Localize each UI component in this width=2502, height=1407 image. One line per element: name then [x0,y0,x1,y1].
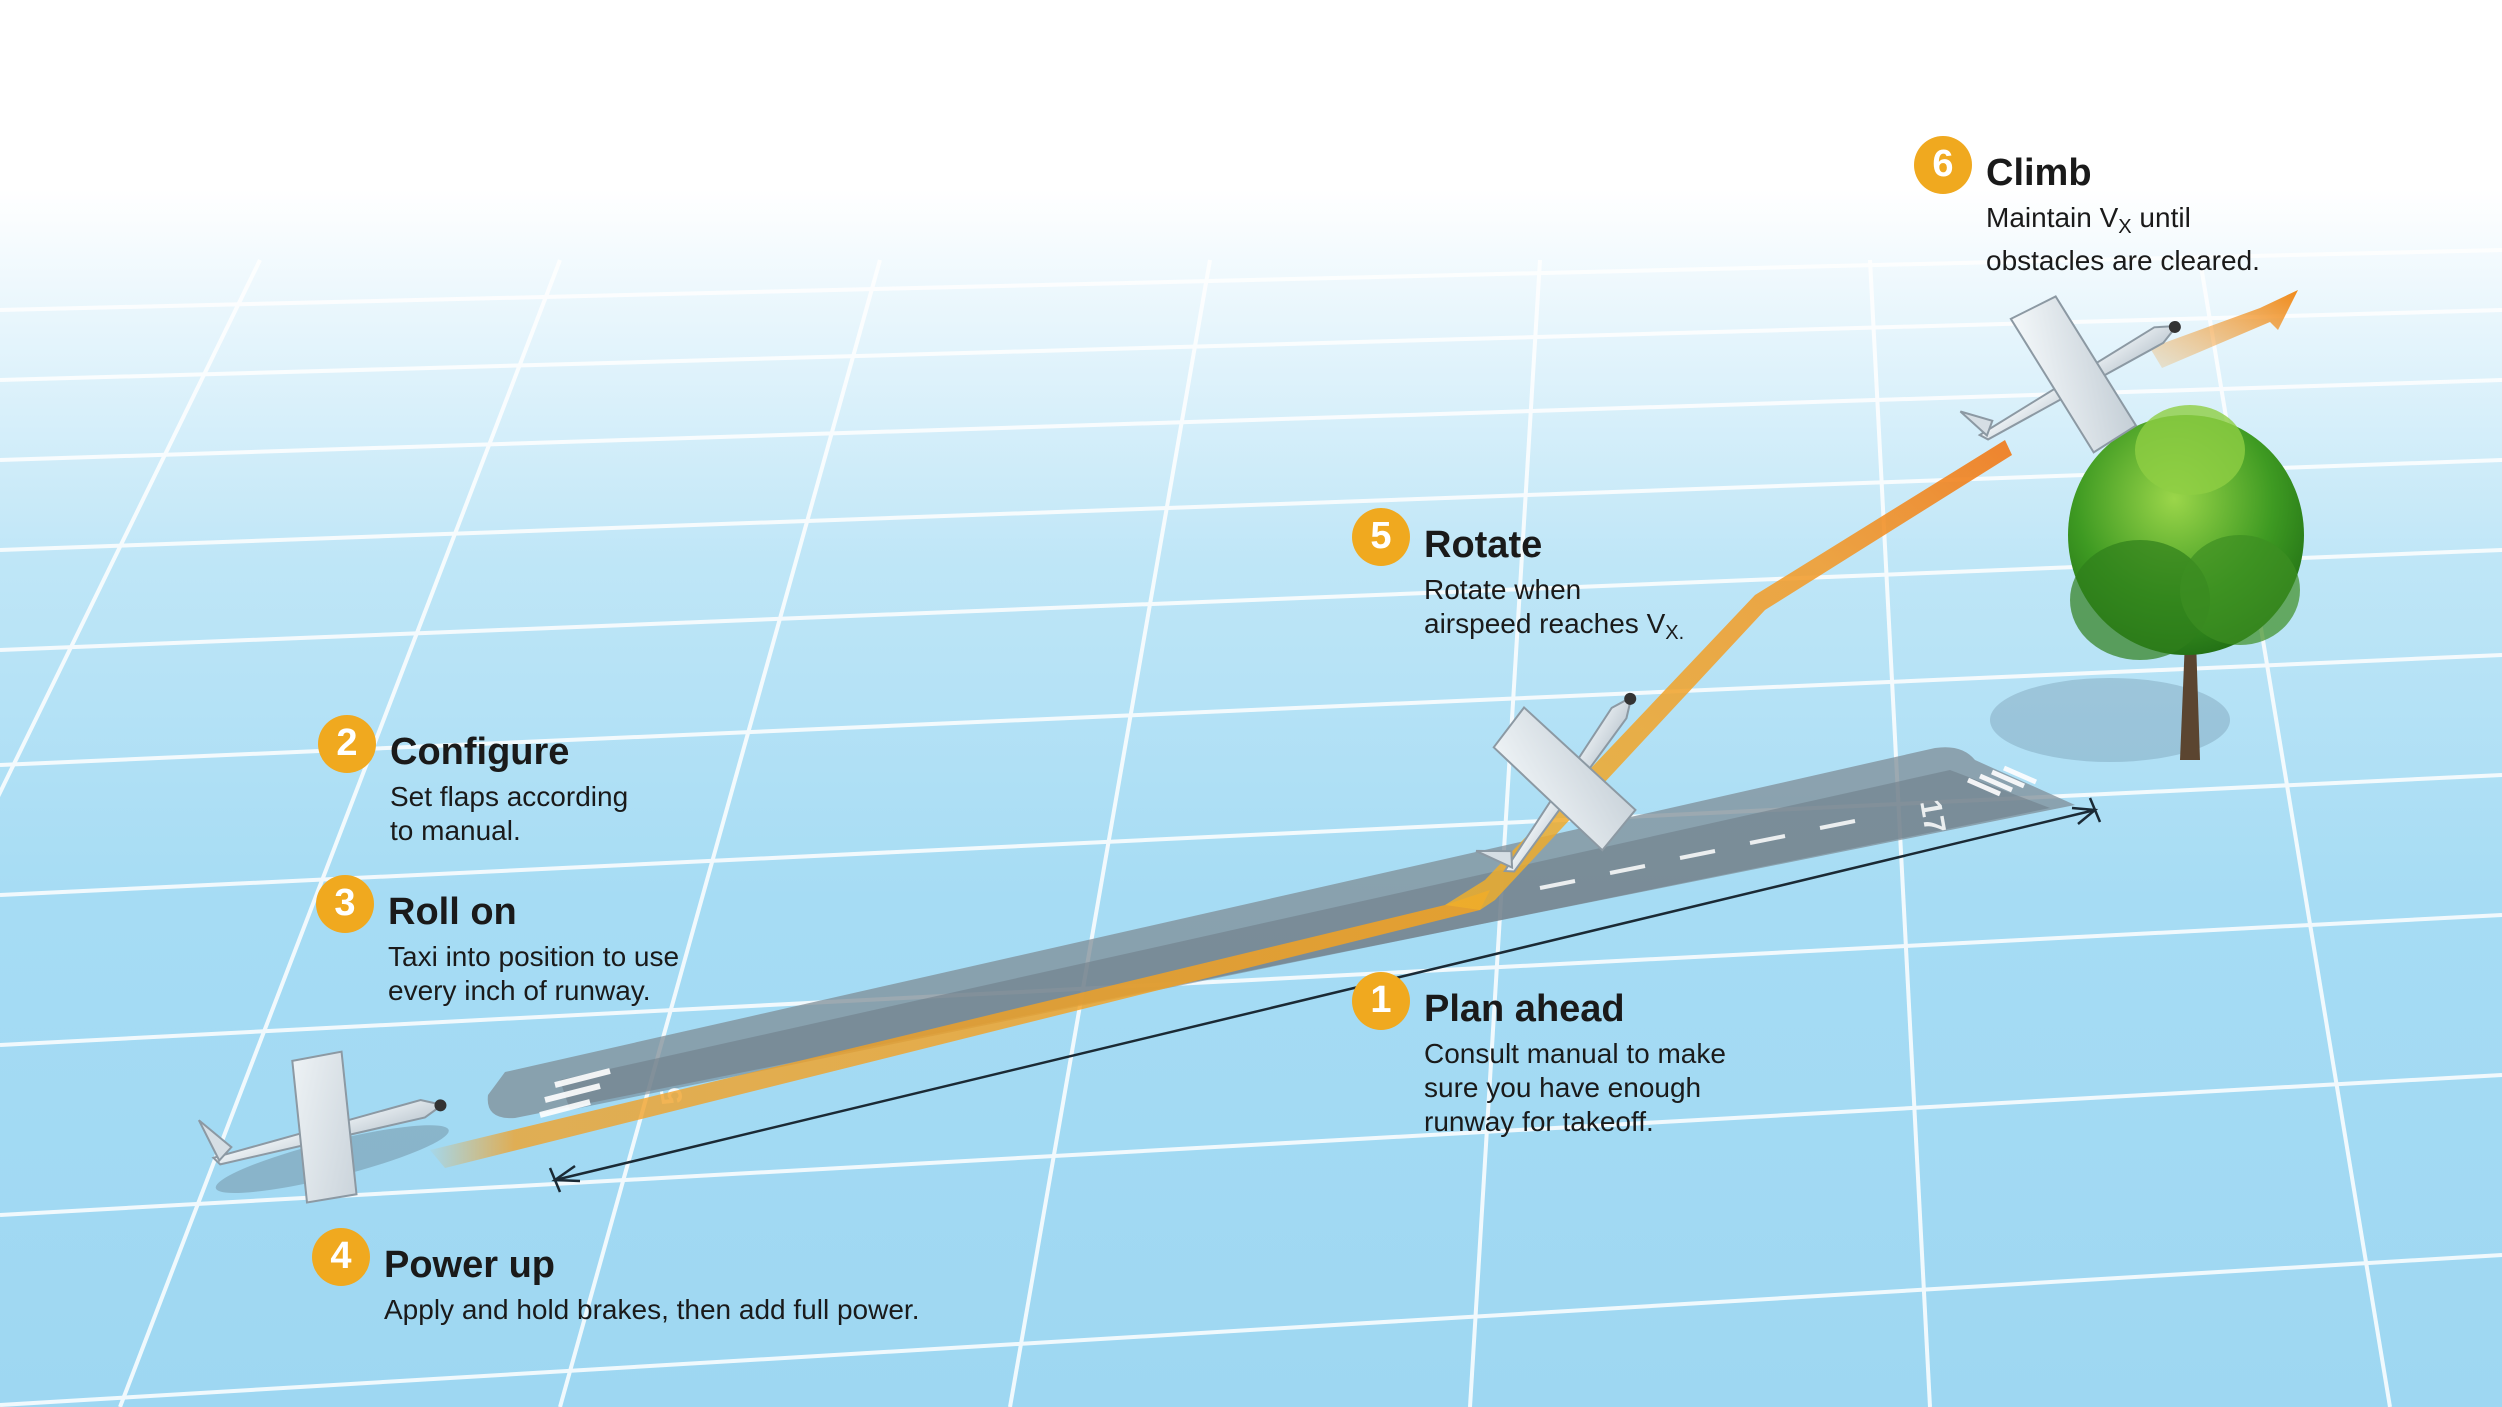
tree-icon [1990,405,2304,762]
step-description: Consult manual to make sure you have eno… [1424,1038,1726,1137]
airplane-icon [1959,295,2181,454]
step-number-badge: 6 [1914,135,1972,194]
step-number-badge: 4 [312,1227,370,1286]
runway-length-arrow-icon [548,797,2102,1193]
takeoff-ground-path [430,890,1490,1168]
step-number-badge: 1 [1352,971,1410,1030]
step-description: Taxi into position to use every inch of … [388,941,680,1006]
climb-arrow-icon [2150,290,2298,368]
ground-grid [0,248,2502,1407]
step-title: Climb [1986,152,2092,194]
step-2-configure: 2 Configure Set flaps according to manua… [318,713,628,848]
step-description: Rotate when airspeed reaches VX. [1424,574,1685,644]
step-title: Rotate [1424,524,1543,566]
step-description: Maintain VX until obstacles are cleared. [1986,202,2260,276]
step-description: Set flaps according to manual. [390,781,629,846]
runway-number-far: 17 [1913,797,1951,836]
step-6-climb: 6 Climb Maintain VX until obstacles are … [1914,134,2260,278]
step-description: Apply and hold brakes, then add full pow… [384,1294,920,1325]
step-title: Roll on [388,891,517,933]
step-title: Configure [390,731,570,773]
step-5-rotate: 5 Rotate Rotate when airspeed reaches VX… [1352,506,1684,650]
step-number-badge: 5 [1352,507,1410,566]
step-1-plan-ahead: 1 Plan ahead Consult manual to make sure… [1352,970,1726,1139]
step-title: Plan ahead [1424,988,1625,1030]
step-3-roll-on: 3 Roll on Taxi into position to use ever… [316,873,679,1008]
step-4-power-up: 4 Power up Apply and hold brakes, then a… [312,1226,919,1327]
runway [487,747,2075,1119]
step-title: Power up [384,1244,556,1286]
airplane-icon [197,1050,449,1204]
step-number-badge: 2 [318,714,376,773]
step-number-badge: 3 [316,874,374,933]
airplane-icon [1475,692,1637,873]
